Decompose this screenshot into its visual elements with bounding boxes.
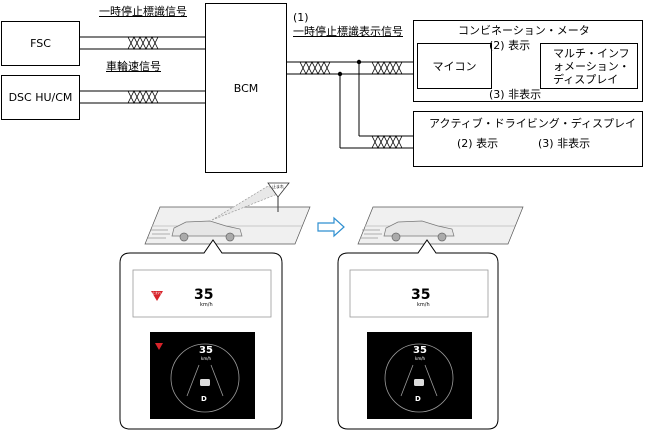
fsc-box: FSC: [1, 21, 80, 66]
mid-stop-sign-icon: [155, 343, 163, 350]
multi-info-display-label-3: ディスプレイ: [553, 73, 619, 86]
meter-step-2-label: (2) 表示: [489, 39, 531, 52]
mid-speed-right: 35: [413, 345, 427, 356]
multi-info-display-box: [540, 43, 638, 89]
combination-meter-label: コンビネーション・メータ: [458, 24, 590, 37]
mid-gear-left: D: [201, 395, 207, 403]
add-step-2-label: (2) 表示: [457, 137, 499, 150]
car-right-icon: [383, 220, 455, 242]
bcm-box: BCM: [205, 3, 287, 173]
road-sign-text: 止まれ: [272, 184, 284, 189]
dsc-box: DSC HU/CM: [1, 75, 80, 120]
mid-speed-left: 35: [199, 345, 213, 356]
car-left-icon: [171, 220, 243, 242]
step-1-label: (1): [293, 11, 309, 24]
dsc-label: DSC HU/CM: [8, 91, 73, 104]
mid-unit-left: km/h: [201, 356, 212, 361]
stop-sign-signal-label: 一時停止標識信号: [99, 5, 187, 18]
hud-stop-sign-icon: [151, 291, 163, 301]
active-driving-display-label: アクティブ・ドライビング・ディスプレイ: [429, 117, 637, 130]
wheel-speed-signal-label: 車輪速信号: [106, 60, 161, 73]
hud-unit-right: km/h: [417, 302, 430, 308]
bcm-label: BCM: [233, 81, 259, 95]
add-step-3-label: (3) 非表示: [538, 137, 591, 150]
mid-gear-right: D: [415, 395, 421, 403]
multi-info-display-label-1: マルチ・インフ: [553, 47, 630, 60]
mid-unit-right: km/h: [415, 356, 426, 361]
multi-info-display-label-2: ォメーション・: [553, 60, 630, 73]
stop-sign-display-signal-label: 一時停止標識表示信号: [293, 25, 403, 38]
hud-speed-left: 35: [194, 287, 214, 303]
meter-step-3-label: (3) 非表示: [489, 88, 542, 101]
transition-arrow-icon: [317, 216, 345, 238]
hud-speed-right: 35: [411, 287, 431, 303]
active-driving-display-box: [413, 111, 643, 167]
fsc-label: FSC: [30, 37, 51, 50]
microcomputer-box: マイコン: [417, 43, 492, 89]
microcomputer-label: マイコン: [432, 59, 477, 73]
hud-unit-left: km/h: [200, 302, 213, 308]
hud-sign-text: 止まれ: [152, 291, 162, 295]
